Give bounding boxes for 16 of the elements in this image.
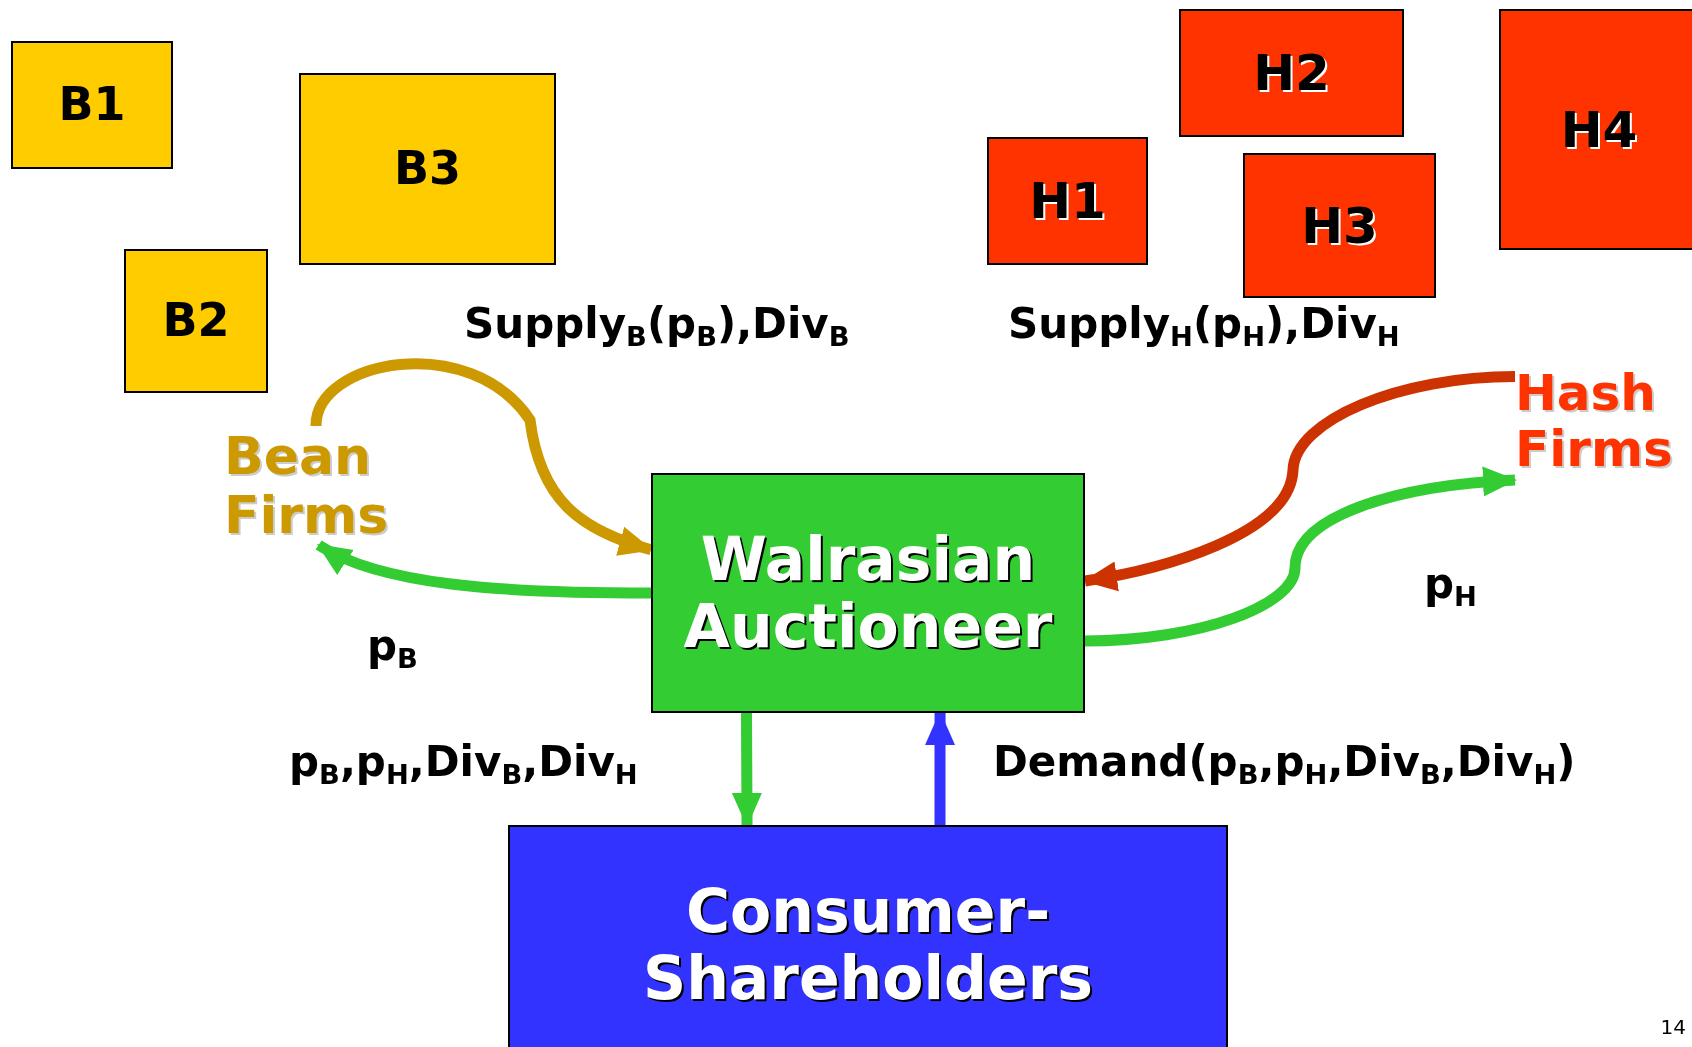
firm-box: B2 xyxy=(124,249,268,393)
firm-box: H2 xyxy=(1179,9,1404,137)
group-label: Hash Firms xyxy=(1515,364,1674,477)
firm-box: B3 xyxy=(299,73,556,265)
firm-box: H3 xyxy=(1243,153,1436,298)
firm-box: H1 xyxy=(987,137,1148,265)
arrow xyxy=(310,358,653,556)
auctioneer-box: Walrasian Auctioneer xyxy=(651,473,1085,713)
arrow xyxy=(731,713,762,827)
firm-box: B1 xyxy=(11,41,173,169)
group-label: Bean Firms xyxy=(224,427,390,544)
arrow xyxy=(315,540,652,599)
arrow xyxy=(1084,467,1517,647)
firm-box: H4 xyxy=(1499,9,1692,250)
arrow xyxy=(925,711,956,825)
shareholders-box: Consumer- Shareholders xyxy=(508,825,1228,1047)
